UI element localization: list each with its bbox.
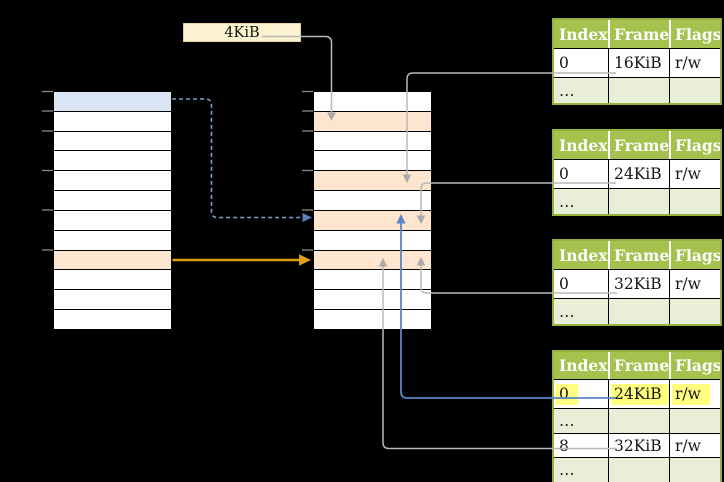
table-row — [314, 229, 431, 250]
table-row — [54, 110, 171, 131]
cell-frame: 32KiB — [608, 270, 669, 298]
page-size-label-text: 4KiB — [224, 24, 260, 41]
frame-table-4: Index Frame Flags 0 24KiB r/w … 8 32KiB … — [552, 350, 722, 482]
cell-frame — [608, 299, 669, 324]
table-row — [314, 110, 431, 131]
cell-frame: 16KiB — [608, 49, 669, 77]
table-row — [314, 170, 431, 191]
table-row — [314, 92, 431, 111]
cell-flags — [669, 189, 720, 214]
table-row — [314, 249, 431, 270]
cell-frame: 32KiB — [608, 434, 669, 457]
table-row — [54, 249, 171, 270]
column-header-flags: Flags — [669, 20, 720, 48]
table-row — [54, 92, 171, 111]
table-row — [54, 209, 171, 230]
table-row: 8 32KiB r/w — [554, 433, 720, 457]
frame-table-2: Index Frame Flags 0 24KiB r/w … — [552, 129, 722, 216]
column-header-flags: Flags — [669, 352, 720, 379]
cell-frame — [608, 78, 669, 103]
table-row: … — [554, 77, 720, 103]
left-table — [53, 91, 172, 330]
table-row — [314, 289, 431, 310]
cell-ellipsis: … — [559, 192, 575, 211]
left-table-ticks — [42, 90, 53, 251]
table-row — [54, 170, 171, 191]
column-header-flags: Flags — [669, 241, 720, 269]
cell-frame — [608, 189, 669, 214]
column-header-frame: Frame — [608, 352, 669, 379]
table-row — [54, 130, 171, 151]
cell-ellipsis: … — [559, 81, 575, 100]
table-row — [314, 269, 431, 290]
frame-table-4-header: Index Frame Flags — [554, 352, 720, 379]
cell-ellipsis: … — [559, 302, 575, 321]
table-row — [314, 150, 431, 171]
middle-table-ticks — [302, 90, 313, 251]
column-header-frame: Frame — [608, 20, 669, 48]
column-header-frame: Frame — [608, 241, 669, 269]
column-header-index: Index — [559, 245, 608, 265]
cell-frame — [608, 409, 669, 433]
cell-flags — [669, 409, 720, 433]
table-row — [54, 289, 171, 310]
table-row — [314, 190, 431, 210]
table-row: … — [554, 188, 720, 214]
cell-flags: r/w — [669, 270, 720, 298]
table-row: … — [554, 457, 720, 482]
column-header-index: Index — [559, 24, 608, 44]
frame-table-3: Index Frame Flags 0 32KiB r/w … — [552, 239, 722, 326]
cell-index: 0 — [559, 275, 569, 293]
column-header-index: Index — [559, 135, 608, 155]
page-size-label: 4KiB — [183, 23, 301, 42]
cell-flags: r/w — [669, 434, 720, 457]
table-row — [54, 269, 171, 290]
cell-flags — [669, 78, 720, 103]
column-header-index: Index — [559, 356, 608, 375]
connector-left-peach-to-middle — [172, 254, 311, 266]
table-row — [314, 309, 431, 329]
cell-index: 0 — [554, 380, 608, 408]
table-row — [54, 309, 171, 329]
middle-table — [313, 91, 432, 330]
frame-table-2-header: Index Frame Flags — [554, 131, 720, 159]
table-row — [54, 190, 171, 210]
frame-table-1-header: Index Frame Flags — [554, 20, 720, 48]
table-row — [54, 229, 171, 250]
cell-frame: 24KiB — [608, 380, 669, 408]
table-row-highlighted: 0 24KiB r/w — [554, 379, 720, 408]
cell-flags: r/w — [669, 160, 720, 188]
cell-frame: 24KiB — [608, 160, 669, 188]
connector-left-blue-to-middle — [172, 98, 312, 222]
column-header-flags: Flags — [669, 131, 720, 159]
cell-index: 0 — [559, 165, 569, 183]
table-row — [54, 150, 171, 171]
table-row: 0 32KiB r/w — [554, 269, 720, 298]
cell-flags: r/w — [669, 49, 720, 77]
frame-table-1: Index Frame Flags 0 16KiB r/w … — [552, 18, 722, 105]
highlight-flags: r/w — [672, 383, 710, 405]
cell-flags — [669, 299, 720, 324]
table-row: 0 24KiB r/w — [554, 159, 720, 188]
column-header-frame: Frame — [608, 131, 669, 159]
cell-index: 0 — [559, 54, 569, 72]
highlight-frame: 24KiB — [611, 383, 669, 405]
highlight-index: 0 — [556, 383, 578, 405]
cell-index: 8 — [559, 436, 569, 455]
cell-frame — [608, 458, 669, 482]
cell-ellipsis: … — [559, 412, 575, 430]
frame-table-3-header: Index Frame Flags — [554, 241, 720, 269]
table-row — [314, 209, 431, 230]
cell-flags — [669, 458, 720, 482]
table-row: … — [554, 408, 720, 433]
cell-flags: r/w — [669, 380, 720, 408]
table-row — [314, 130, 431, 151]
table-row: … — [554, 298, 720, 324]
cell-ellipsis: … — [559, 461, 575, 479]
table-row: 0 16KiB r/w — [554, 48, 720, 77]
